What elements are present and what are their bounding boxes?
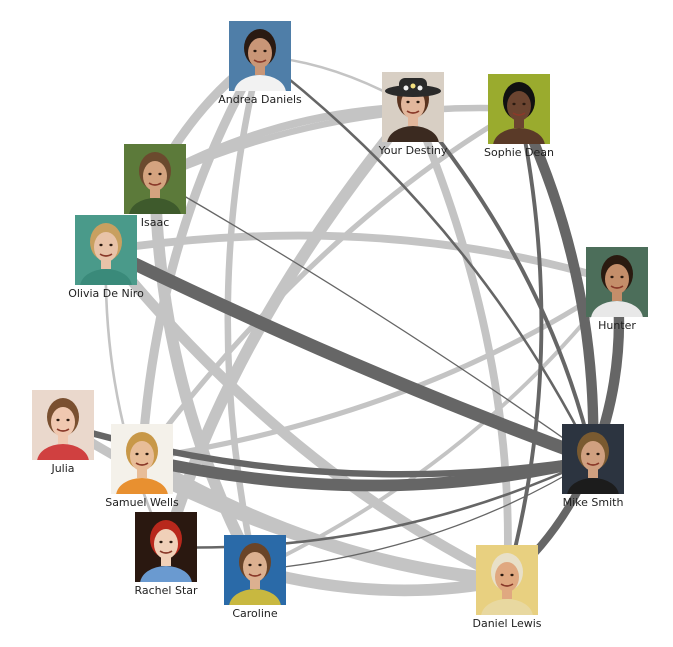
node-photo-olivia[interactable]	[75, 215, 137, 285]
link-samuel-mike	[136, 453, 599, 492]
node-label-isaac: Isaac	[140, 216, 170, 229]
link-olivia-rachel	[104, 248, 168, 549]
node-photo-isaac[interactable]	[124, 144, 186, 214]
link-sophie-daniel	[505, 107, 544, 582]
node-photo-hunter[interactable]	[586, 247, 648, 317]
node-photo-mike[interactable]	[562, 424, 624, 494]
node-photo-caroline[interactable]	[224, 535, 286, 605]
node-photo-rachel[interactable]	[135, 512, 197, 582]
link-olivia-mike	[99, 243, 600, 466]
node-label-destiny: Your Destiny	[378, 144, 448, 157]
link-andrea-mike	[258, 54, 595, 461]
node-label-caroline: Caroline	[232, 607, 278, 620]
node-photo-andrea[interactable]	[229, 21, 291, 91]
link-olivia-hunter	[102, 231, 621, 286]
node-label-olivia: Olivia De Niro	[68, 287, 144, 300]
node-photo-julia[interactable]	[32, 390, 94, 460]
link-destiny-mike	[411, 105, 595, 461]
node-label-sophie: Sophie Dean	[484, 146, 554, 159]
node-label-hunter: Hunter	[598, 319, 636, 332]
link-destiny-daniel	[409, 103, 512, 584]
link-isaac-mike	[154, 178, 594, 460]
node-label-andrea: Andrea Daniels	[218, 93, 302, 106]
node-label-daniel: Daniel Lewis	[472, 617, 542, 630]
link-daniel-caroline	[249, 564, 513, 597]
node-label-mike: Mike Smith	[562, 496, 624, 509]
node-label-julia: Julia	[51, 462, 75, 475]
node-label-rachel: Rachel Star	[134, 584, 198, 597]
node-photo-daniel[interactable]	[476, 545, 538, 615]
node-photo-samuel[interactable]	[111, 424, 173, 494]
link-hunter-samuel	[139, 279, 620, 462]
link-caroline-mike	[254, 458, 594, 571]
link-sophie-mike	[513, 103, 599, 465]
links-layer	[58, 51, 625, 597]
link-isaac-caroline	[149, 173, 261, 576]
node-label-samuel: Samuel Wells	[105, 496, 179, 509]
link-andrea-samuel	[137, 51, 265, 464]
node-photo-sophie[interactable]	[488, 74, 550, 144]
link-samuel-daniel	[135, 452, 514, 587]
node-photo-destiny[interactable]	[382, 72, 444, 142]
link-olivia-daniel	[100, 244, 513, 586]
